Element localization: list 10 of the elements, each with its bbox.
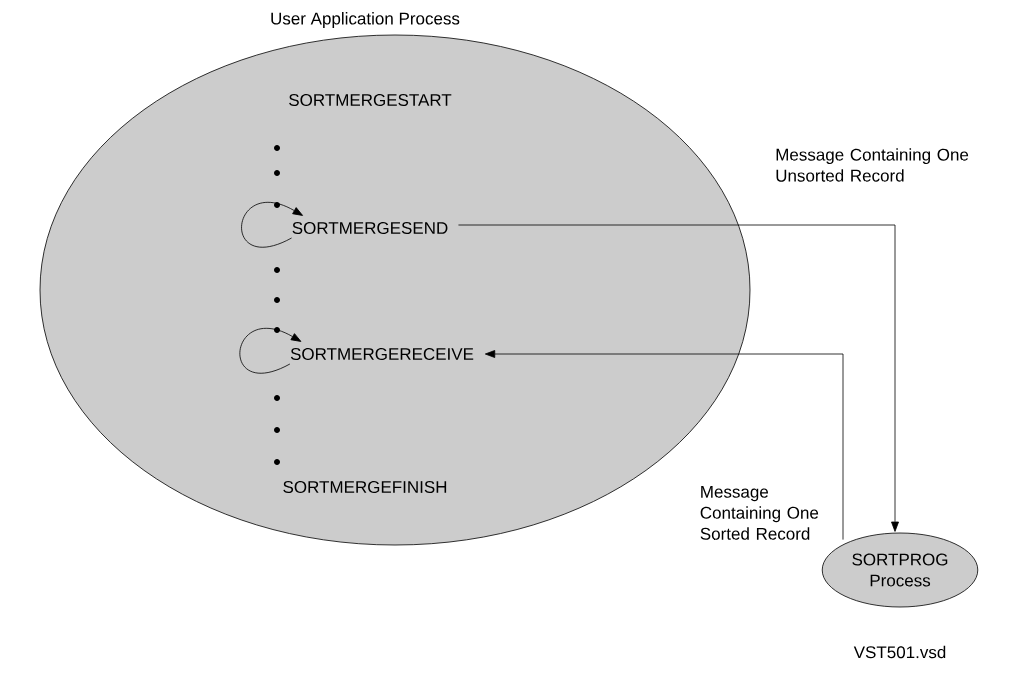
file-name: VST501.vsd [853, 645, 946, 659]
function-name: SORTMERGESEND [292, 222, 448, 235]
function-name: SORTMERGERECEIVE [290, 348, 474, 361]
loop-arrow [239, 327, 302, 374]
loop-arrow [241, 201, 303, 248]
edge-label: Message Containing One Sorted Record [700, 485, 819, 540]
edge-label: Message Containing One Unsorted Record [776, 148, 969, 182]
arrow [484, 350, 844, 540]
node-label: User Application Process [271, 12, 460, 28]
arrow [458, 224, 899, 532]
